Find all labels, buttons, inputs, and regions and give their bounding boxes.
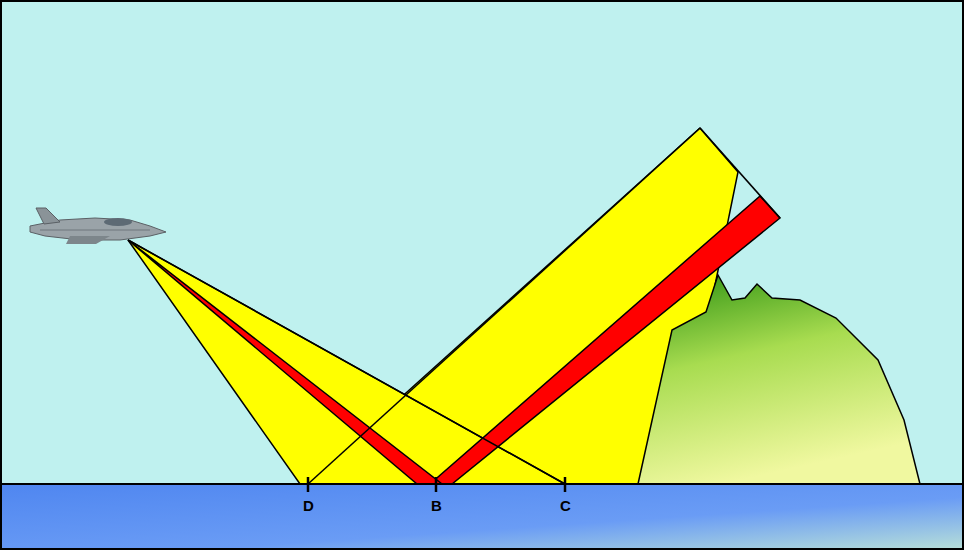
tick	[307, 477, 310, 492]
island	[638, 275, 920, 484]
point-label: D	[303, 497, 314, 514]
beam-edge	[308, 128, 700, 484]
jet	[30, 208, 166, 244]
tick	[435, 477, 438, 492]
beam-edge	[128, 240, 565, 484]
sea-surface	[0, 483, 964, 485]
sea	[0, 484, 964, 550]
incident-beam	[128, 240, 565, 484]
point-label: C	[560, 497, 571, 514]
incident-main-beam	[128, 240, 442, 484]
beam-edge	[700, 128, 780, 218]
tick	[564, 477, 567, 492]
point-label: B	[431, 497, 442, 514]
